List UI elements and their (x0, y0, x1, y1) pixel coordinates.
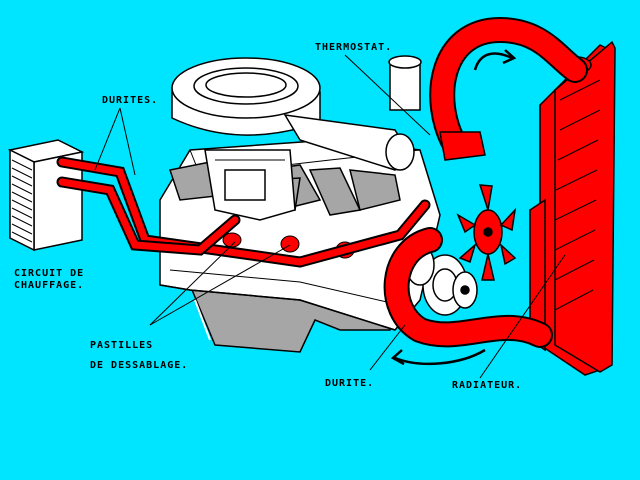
label-durites: DURITES. (102, 95, 159, 106)
label-circuit-line1: CIRCUIT DE (14, 268, 85, 279)
fan (456, 184, 517, 281)
label-thermostat: THERMOSTAT. (315, 42, 393, 53)
lower-hose (383, 227, 553, 348)
upper-hose (429, 16, 588, 158)
label-durite: DURITE. (325, 378, 375, 389)
filler-cap (388, 55, 422, 111)
label-pastilles-line1: PASTILLES (90, 340, 154, 351)
heater-hoses (56, 156, 431, 268)
heater-core (7, 139, 85, 252)
label-pastilles-line2: DE DESSABLAGE. (90, 360, 189, 371)
curved-arrow-icon (390, 348, 486, 366)
air-filter (171, 57, 415, 171)
carburettor (204, 149, 296, 221)
radiator (529, 40, 616, 376)
leader-lines (94, 54, 566, 379)
label-circuit-line2: CHAUFFAGE. (14, 280, 85, 291)
label-radiateur: RADIATEUR. (452, 380, 523, 391)
thermostat-housing (439, 131, 486, 161)
curved-arrow-icon (473, 49, 517, 71)
